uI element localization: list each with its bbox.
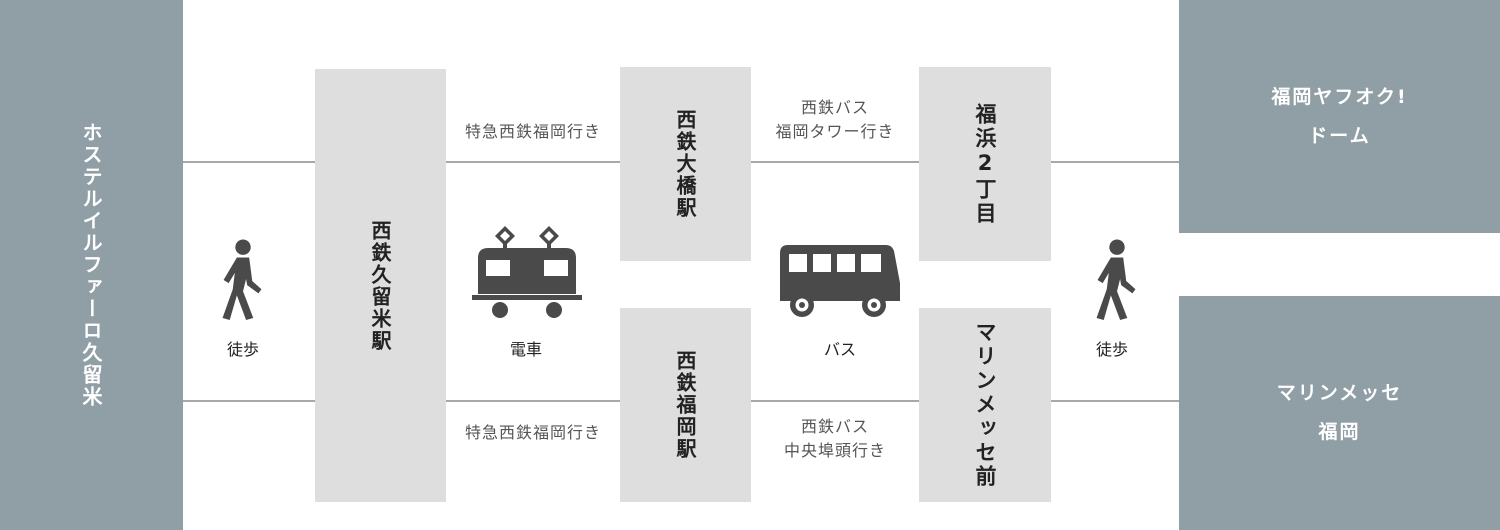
bus-label: バス — [823, 340, 856, 359]
stop-marine-mae-label: マリンメッセ前 — [973, 321, 997, 489]
origin-label: ホステルイルファーロ久留米 — [79, 122, 103, 408]
station-nishitetsu-kurume: 西鉄久留米駅 — [315, 69, 446, 502]
dest-dome-line2: ドーム — [1308, 124, 1371, 147]
pedestrian-icon — [1096, 239, 1136, 320]
station-nishitetsu-fukuoka: 西鉄福岡駅 — [620, 308, 751, 502]
route-bus-bottom-line1: 西鉄バス — [800, 417, 869, 436]
destination-fukuoka-dome: 福岡ヤフオク! ドーム — [1179, 0, 1500, 233]
destination-marine-messe: マリンメッセ 福岡 — [1179, 296, 1500, 530]
station-nishitetsu-ohashi: 西鉄大橋駅 — [620, 67, 751, 261]
origin-hostel: ホステルイルファーロ久留米 — [0, 0, 183, 530]
walk-label-1: 徒歩 — [226, 340, 259, 359]
train-icon — [472, 226, 582, 318]
stop-fukuhama-2chome: 福浜2丁目 — [919, 67, 1051, 261]
route-bus-bottom-line2: 中央埠頭行き — [783, 441, 886, 460]
stop-marine-messe-mae: マリンメッセ前 — [919, 308, 1051, 502]
station-kurume-label: 西鉄久留米駅 — [368, 219, 392, 352]
dest-marine-line1: マリンメッセ — [1276, 382, 1403, 404]
route-bus-top-line2: 福岡タワー行き — [775, 122, 895, 141]
route-train-top: 特急西鉄福岡行き — [464, 122, 601, 141]
route-train-bottom: 特急西鉄福岡行き — [464, 423, 601, 442]
station-ohashi-label: 西鉄大橋駅 — [673, 109, 697, 219]
bus-icon — [780, 245, 900, 317]
route-bus-top: 西鉄バス 福岡タワー行き — [751, 96, 919, 144]
route-bus-top-line1: 西鉄バス — [800, 98, 869, 117]
dest-marine-line2: 福岡 — [1318, 421, 1361, 443]
route-bus-bottom: 西鉄バス 中央埠頭行き — [751, 415, 919, 463]
train-label: 電車 — [509, 340, 542, 359]
dest-dome-line1: 福岡ヤフオク! — [1271, 85, 1408, 108]
station-fukuoka-label: 西鉄福岡駅 — [673, 350, 697, 460]
pedestrian-icon — [222, 239, 262, 320]
walk-label-2: 徒歩 — [1095, 340, 1128, 359]
stop-fukuhama-label: 福浜2丁目 — [973, 102, 997, 226]
